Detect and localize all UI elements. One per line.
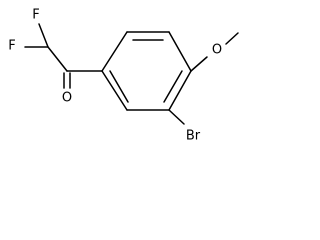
ring-bond-c3-c4 xyxy=(168,31,192,72)
ring-inner-bond-left xyxy=(109,70,129,103)
chemical-structure-diagram: F F O O Br xyxy=(8,8,239,144)
bond-chf2-carbonyl xyxy=(47,46,68,72)
fluorine-top-label: F xyxy=(32,8,39,23)
methoxy-oxygen-label: O xyxy=(212,43,222,58)
ring-bond-c4-c5 xyxy=(168,70,192,111)
fluorine-left-label: F xyxy=(8,39,15,54)
bond-ring-methoxy-oxygen xyxy=(190,56,208,72)
ring-bond-c6-c1 xyxy=(101,70,128,111)
ring-bond-c1-c2 xyxy=(101,31,128,72)
bromine-label: Br xyxy=(186,129,201,144)
ring-inner-bond-right xyxy=(163,70,183,103)
bond-cf-top xyxy=(38,23,49,48)
bond-ring-bromine xyxy=(168,109,185,125)
bond-methoxy-oxygen-methyl xyxy=(225,32,239,45)
carbonyl-oxygen-label: O xyxy=(62,91,72,106)
